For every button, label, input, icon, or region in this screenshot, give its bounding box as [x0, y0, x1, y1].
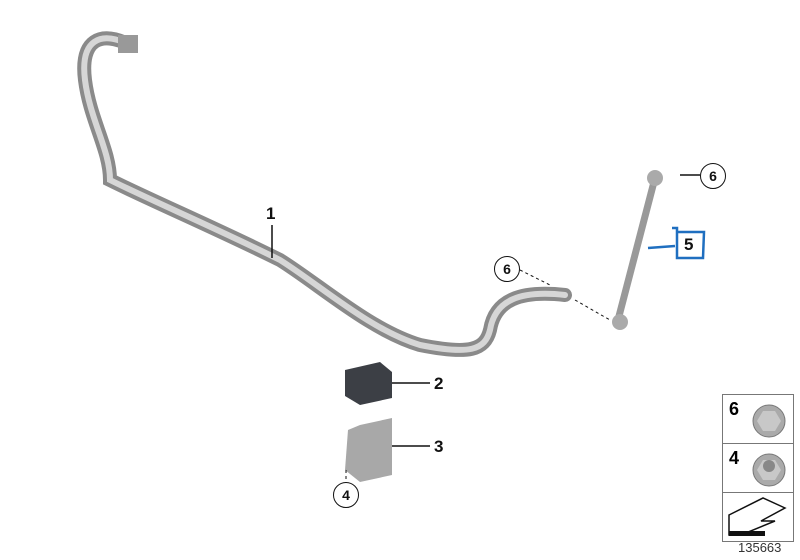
legend-box-nut-6: 6 — [722, 394, 794, 444]
reference-number: 135663 — [738, 540, 782, 555]
legend-box-arrow — [722, 492, 794, 542]
annotation-mark — [647, 226, 706, 260]
callout-5: 5 — [684, 235, 694, 254]
callout-3: 3 — [434, 437, 444, 456]
callout-6-top: 6 — [700, 163, 726, 189]
callout-1: 1 — [266, 204, 276, 223]
rubber-mount — [345, 362, 392, 405]
callout-4: 4 — [333, 482, 359, 508]
link-rod — [614, 177, 659, 321]
arrow-icon — [728, 497, 787, 536]
bar-end-mount — [118, 35, 138, 53]
nut-icon — [757, 411, 781, 431]
bracket — [345, 418, 392, 482]
legend-box-nut-4: 4 — [722, 443, 794, 493]
callout-2: 2 — [434, 374, 444, 393]
callout-6-mid: 6 — [494, 256, 520, 282]
